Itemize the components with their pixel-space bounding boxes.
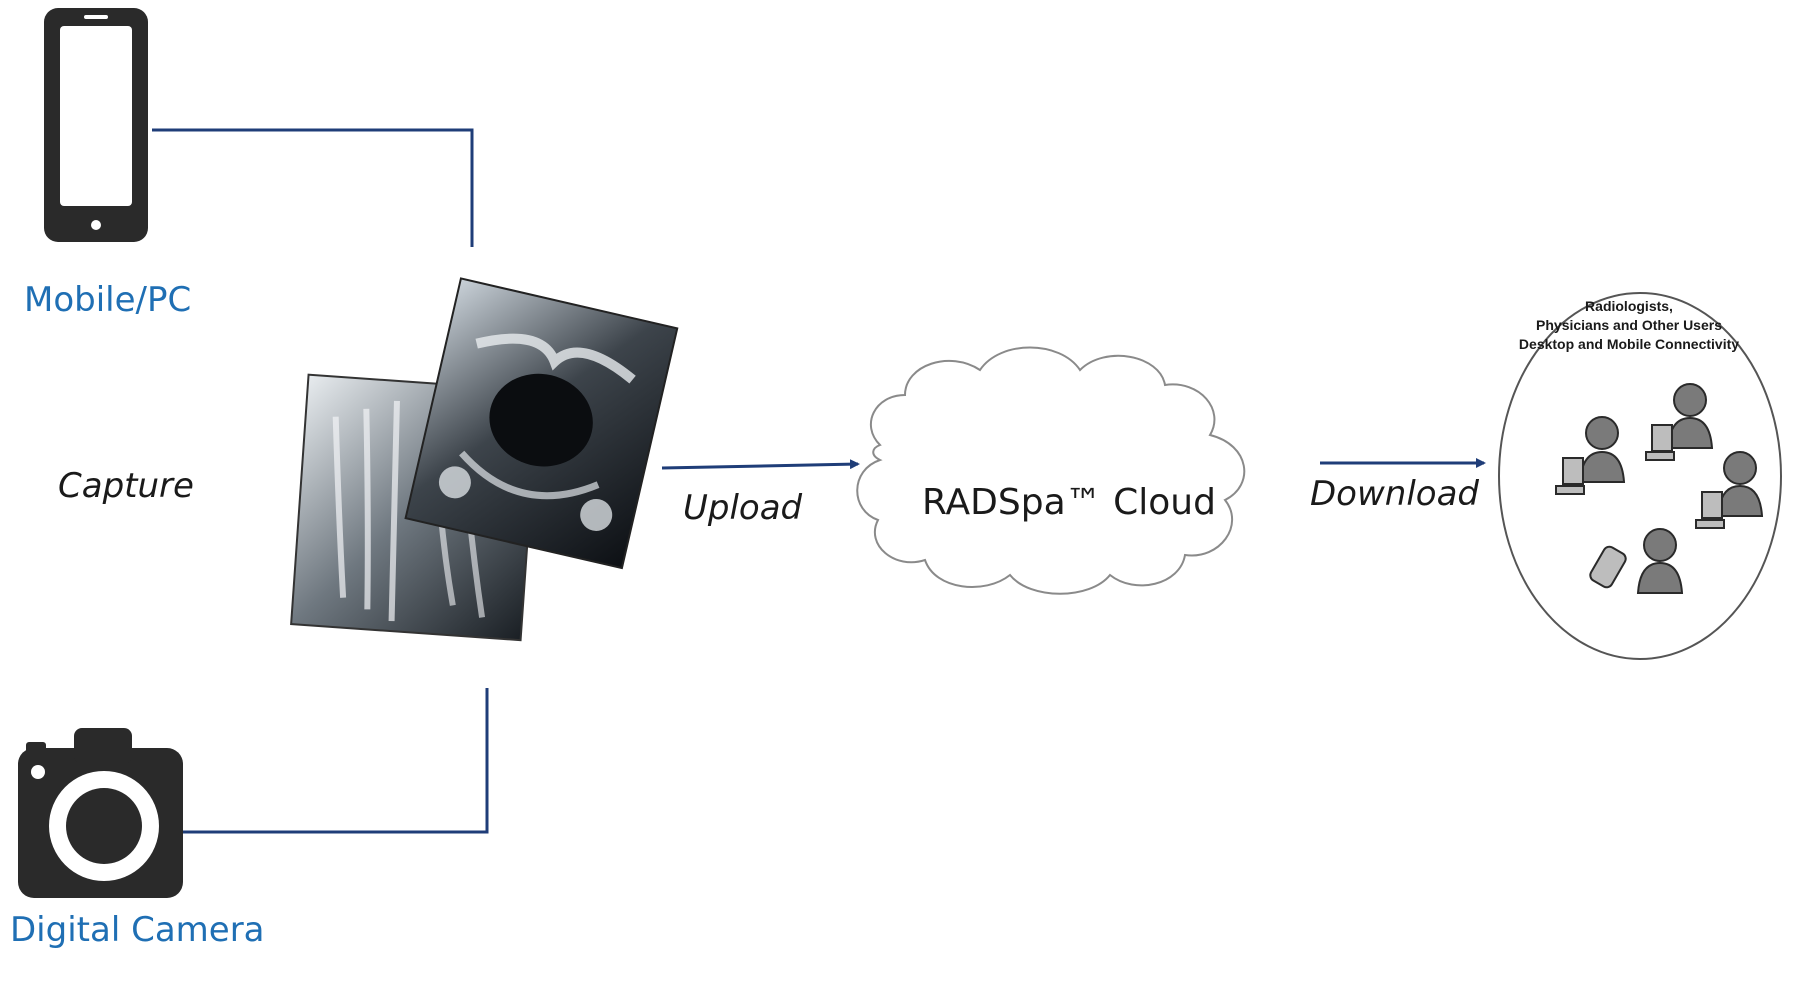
upload-arrow	[661, 459, 860, 470]
download-label: Download	[1310, 474, 1480, 514]
xray-images	[290, 277, 679, 642]
capture-label: Capture	[58, 466, 194, 506]
mobile-label: Mobile/PC	[24, 280, 192, 320]
mobile-connector-line	[152, 128, 474, 247]
users-circle	[1498, 292, 1782, 660]
camera-label: Digital Camera	[10, 910, 265, 950]
cloud-label: RADSpa™ Cloud	[922, 482, 1216, 523]
upload-label: Upload	[683, 488, 803, 528]
users-heading-line2: Physicians and Other Users	[1536, 317, 1722, 333]
users-heading-line3: Desktop and Mobile Connectivity	[1518, 336, 1740, 352]
cloud-shape	[856, 346, 1246, 595]
users-heading: Radiologists, Physicians and Other Users…	[1516, 297, 1742, 354]
users-heading-line1: Radiologists,	[1585, 298, 1673, 314]
camera-icon	[18, 728, 183, 898]
user-workstation-icon	[1555, 383, 1764, 594]
smartphone-icon	[44, 8, 148, 242]
camera-connector-line	[182, 688, 489, 834]
